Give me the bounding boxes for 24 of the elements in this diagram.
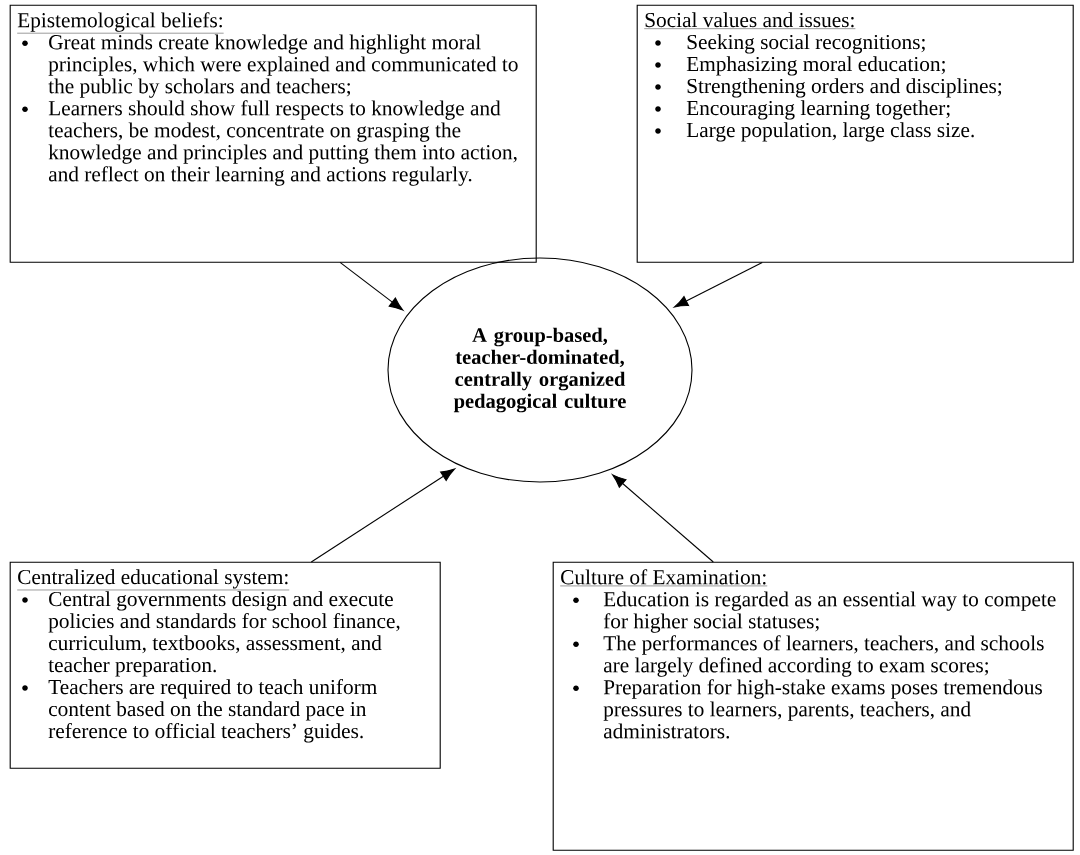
bullet-text: Strengthening orders and disciplines; (687, 78, 1002, 98)
arrow (339, 261, 404, 311)
bullet-text: Teachers are required to teach uniform content based on the standard pace in reference to official teachers’ guides. (48, 679, 377, 743)
arrow (612, 474, 714, 563)
heading: Social values and issues: (644, 12, 856, 29)
text-box (9, 4, 537, 263)
bullet-text: Emphasizing moral education; (686, 56, 945, 76)
text-box (636, 4, 1074, 263)
bullet-text: Large population, large class size. (686, 122, 974, 142)
bullet-text: Seeking social recognitions; (687, 34, 925, 54)
bullet-text: Education is regarded as an essential way to compete for higher social statuses; (603, 591, 1056, 633)
arrow (674, 261, 763, 308)
bullet-text: Learners should show full respects to knowledge and teachers, be modest, concentrate on grasping the knowledge and principles and putting them into action, and reflect on their learning and actions regularly. (48, 100, 517, 186)
text-box (552, 561, 1074, 851)
bullet-text: Preparation for high-stake exams poses tremendous pressures to learners, parents, teachers, and administrators. (603, 679, 1042, 739)
bullet-text: Central governments design and execute policies and standards for school finance, curriculum, textbooks, assessment, and teacher preparation. (48, 591, 400, 677)
bullet-text: The performances of learners, teachers, and schools are largely defined according to exam scores; (603, 635, 1044, 677)
bullet-text: Great minds create knowledge and highlight moral principles, which were explained and communicated to the public by scholars and teachers; (48, 34, 518, 98)
text-box (9, 561, 441, 769)
heading: Centralized educational system: (17, 569, 290, 591)
heading: Culture of Examination: (560, 569, 768, 587)
arrow (310, 468, 455, 563)
heading: Epistemological beliefs: (17, 12, 224, 34)
bullet-text: Encouraging learning together; (686, 100, 950, 120)
